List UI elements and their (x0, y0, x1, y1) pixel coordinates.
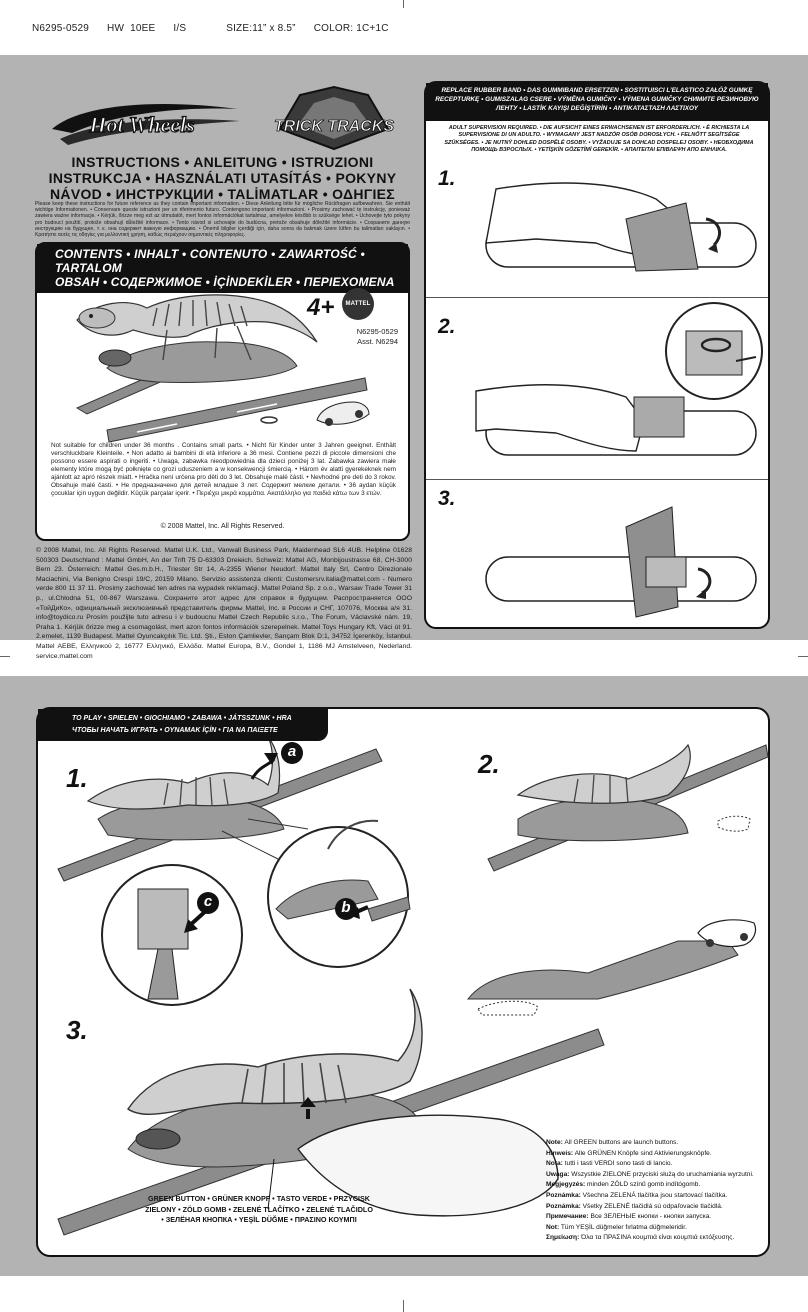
note-line: Nota: tutti i tasti VERDI sono tasti di … (546, 1159, 768, 1170)
note-label: Hinweis: (546, 1149, 574, 1157)
green-button-label-line: GREEN BUTTON • GRÜNER KNOPF • TASTO VERD… (148, 1194, 370, 1203)
step-divider (426, 479, 768, 480)
contents-heading-line: CONTENTS • INHALT • CONTENUTO • ZAWARTOŚ… (55, 247, 365, 275)
callout-a: a (287, 743, 297, 760)
callout-c: c (203, 893, 213, 910)
rubber-step-1-number: 1. (438, 167, 456, 190)
header-is: I/S (173, 23, 187, 34)
instructions-title-line: INSTRUKCJA • HASZNÁLATI UTASÍTÁS • POKYN… (48, 170, 397, 186)
keep-instructions-notice: Please keep these instructions for futur… (35, 201, 410, 239)
note-line: Note: All GREEN buttons are launch butto… (546, 1138, 768, 1149)
play-step-1-number: 1. (66, 763, 88, 793)
assortment-number: Asst. N6294 (357, 337, 398, 346)
note-text: Все ЗЕЛЕНЫЕ кнопки - кнопки запуска. (588, 1213, 712, 1221)
note-text: Alle GRÜNEN Knöpfe sind Aktivierungsknöp… (573, 1149, 712, 1157)
note-line: Not: Tüm YEŞİL düğmeler fırlatma düğmele… (546, 1223, 768, 1234)
replace-rubber-band-panel: REPLACE RUBBER BAND • DAS GUMMIBAND ERSE… (424, 81, 770, 629)
note-text: Όλα τα ΠΡΑΣΙΝΑ κουμπιά είναι κουμπιά εκτ… (579, 1234, 735, 1242)
adult-supervision-note: ADULT SUPERVISION REQUIRED. • DIE AUFSIC… (444, 125, 754, 154)
header-code: N6295-0529 (32, 23, 90, 34)
hot-wheels-wordmark: Hot Wheels (88, 112, 194, 137)
note-label: Примечание: (546, 1213, 589, 1221)
note-label: Poznámka: (546, 1191, 581, 1199)
instructions-title: INSTRUCTIONS • ANLEITUNG • ISTRUZIONI IN… (35, 154, 410, 202)
contents-heading-line: OBSAH • СОДЕРЖИМОЕ • İÇİNDEKİLER • ΠΕΡΙΕ… (55, 275, 395, 289)
instructions-page-top: Hot Wheels TRICK TRACKS INSTRUCTIONS • A… (0, 55, 808, 660)
note-label: Note: (546, 1139, 563, 1146)
note-text: Wszystkie ZIELONE przyciski służą do uru… (569, 1170, 754, 1178)
play-step-3-number: 3. (66, 1015, 88, 1045)
contents-heading: CONTENTS • INHALT • CONTENUTO • ZAWARTOŚ… (37, 244, 408, 293)
crop-mark (798, 656, 808, 657)
green-button-label: GREEN BUTTON • GRÜNER KNOPF • TASTO VERD… (134, 1194, 384, 1226)
play-step-2-number: 2. (478, 749, 500, 779)
rubber-step-2-number: 2. (438, 315, 456, 338)
header-color: COLOR: 1C+1C (313, 23, 389, 34)
print-header: N6295-0529 HW 10EE I/S SIZE:11” x 8.5” COLOR:… (32, 23, 407, 34)
to-play-illustration (57, 736, 769, 1236)
header-ee: 10EE (130, 23, 156, 34)
rubber-band-heading: REPLACE RUBBER BAND • DAS GUMMIBAND ERSE… (426, 83, 768, 121)
callout-b: b (341, 899, 351, 916)
to-play-panel: TO PLAY • SPIELEN • GIOCHIAMO • ZABAWA •… (36, 707, 770, 1257)
legal-addresses: © 2008 Mattel, Inc. All Rights Reserved.… (36, 547, 412, 660)
note-line: Poznámka: Všechna ZELENÁ tlačítka jsou s… (546, 1191, 768, 1202)
trick-tracks-wordmark: TRICK TRACKS (274, 118, 394, 135)
note-label: Not: (546, 1223, 560, 1231)
green-button-label-line: ZIELONY • ZÖLD GOMB • ZELENÉ TLAČÍTKO • … (145, 1204, 373, 1214)
note-text: tutti i tasti VERDI sono tasti di lancio… (562, 1160, 673, 1168)
note-line: Примечание: Все ЗЕЛЕНЫЕ кнопки - кнопки … (546, 1212, 768, 1223)
note-line: Σημείωση: Όλα τα ΠΡΑΣΙΝΑ κουμπιά είναι κ… (546, 1233, 768, 1244)
part-number-block: N6295-0529 Asst. N6294 (333, 327, 398, 347)
note-line: Uwaga: Wszystkie ZIELONE przyciski służą… (546, 1170, 768, 1181)
note-text: Všetky ZELENÉ tlačidlá sú odpaľovacie tl… (580, 1202, 723, 1210)
rubber-step-3-number: 3. (438, 487, 456, 510)
note-label: Poznámka: (546, 1202, 581, 1210)
small-parts-warning: Not suitable for children under 36 month… (51, 442, 396, 497)
note-text: Tüm YEŞİL düğmeler fırlatma düğmeleridir… (559, 1223, 687, 1231)
note-label: Megjegyzés: (546, 1181, 586, 1189)
instructions-title-line: NÁVOD • ИНСТРУКЦИИ • TALİMATLAR • ΟΔΗΓΙΕ… (50, 186, 395, 202)
step-divider (426, 297, 768, 298)
green-button-label-line: • ЗЕЛЁНАЯ КНОПКА • YEŞİL DÜĞME • ΠΡΑΣΙΝΟ… (161, 1215, 357, 1224)
note-line: Poznámka: Všetky ZELENÉ tlačidlá sú odpa… (546, 1202, 768, 1213)
contents-copyright: © 2008 Mattel, Inc. All Rights Reserved. (160, 523, 285, 530)
part-number: N6295-0529 (356, 327, 398, 336)
header-size: SIZE:11” x 8.5” (226, 23, 296, 34)
note-line: Megjegyzés: minden ZÖLD színű gomb indít… (546, 1180, 768, 1191)
crop-mark (403, 0, 404, 8)
note-text: minden ZÖLD színű gomb indítógomb. (585, 1181, 701, 1189)
rubber-step-3-illustration (485, 506, 757, 618)
to-play-heading-line: TO PLAY • SPIELEN • GIOCHIAMO • ZABAWA •… (72, 715, 292, 722)
note-label: Nota: (546, 1160, 563, 1168)
header-line: HW (107, 23, 125, 34)
note-text: Všechna ZELENÁ tlačítka jsou startovací … (580, 1191, 728, 1199)
note-text: All GREEN buttons are launch buttons. (562, 1139, 679, 1146)
launch-button-notes: Note: All GREEN buttons are launch butto… (546, 1138, 768, 1244)
contents-illustration (75, 294, 370, 443)
mattel-logo: MATTEL (342, 288, 374, 320)
note-line: Hinweis: Alle GRÜNEN Knöpfe sind Aktivie… (546, 1149, 768, 1160)
trick-tracks-logo: TRICK TRACKS (274, 85, 395, 151)
age-rating: 4+ (307, 294, 335, 321)
hot-wheels-logo: Hot Wheels (52, 103, 240, 145)
crop-mark (403, 1300, 404, 1312)
rubber-step-1-illustration (485, 182, 757, 272)
instructions-page-bottom: TO PLAY • SPIELEN • GIOCHIAMO • ZABAWA •… (0, 676, 808, 1276)
note-label: Uwaga: (546, 1170, 570, 1178)
note-label: Σημείωση: (546, 1234, 580, 1242)
contents-panel: CONTENTS • INHALT • CONTENUTO • ZAWARTOŚ… (35, 242, 410, 541)
rubber-step-2-illustration (475, 302, 763, 456)
instructions-title-line: INSTRUCTIONS • ANLEITUNG • ISTRUZIONI (71, 154, 374, 170)
crop-mark (0, 656, 10, 657)
to-play-heading: TO PLAY • SPIELEN • GIOCHIAMO • ZABAWA •… (38, 709, 328, 741)
to-play-heading-line: ЧТОБЫ НАЧАТЬ ИГРАТЬ • OYNAMAK İÇİN • ΓΙΑ… (72, 727, 278, 734)
